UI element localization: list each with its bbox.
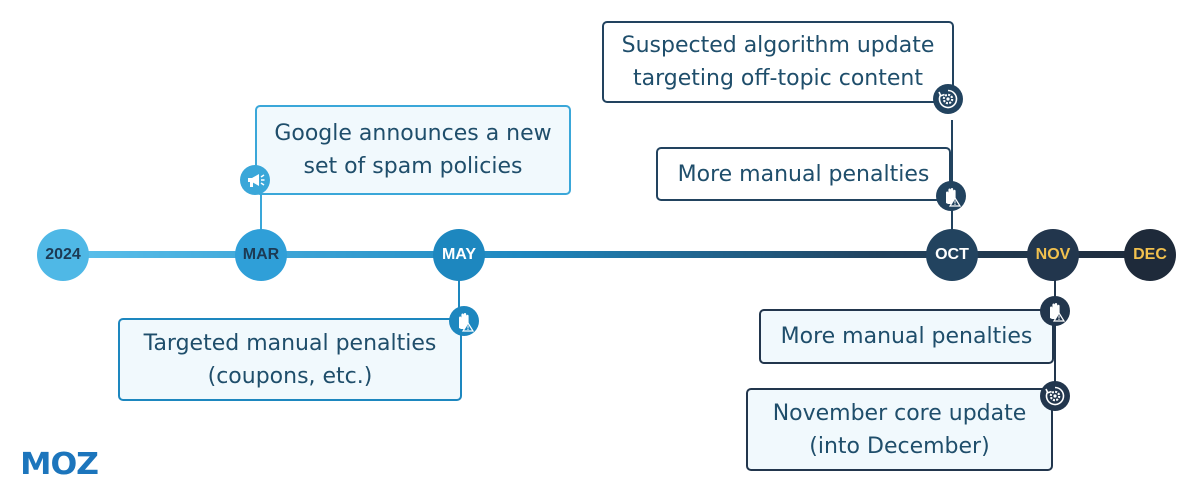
hand-warning-icon <box>936 181 966 211</box>
event-box-more-penalties-oct: More manual penalties <box>656 147 951 201</box>
event-box-november-core: November core update (into December) <box>746 388 1053 471</box>
event-text: November core update <box>772 400 1027 426</box>
hand-warning-icon <box>449 306 479 336</box>
event-text: set of spam policies <box>303 154 523 179</box>
node-label: DEC <box>1133 246 1167 263</box>
event-box-more-penalties-nov: More manual penalties <box>759 309 1054 364</box>
node-label: NOV <box>1035 246 1071 263</box>
event-box-spam-policies: Google announces a new set of spam polic… <box>255 105 571 195</box>
gear-refresh-icon <box>933 84 963 114</box>
node-label: 2024 <box>45 246 81 263</box>
event-text: Targeted manual penalties <box>143 330 437 356</box>
timeline-node-oct: OCT <box>926 229 978 281</box>
event-text: More manual penalties <box>677 161 930 187</box>
timeline-line <box>60 251 1150 258</box>
timeline-node-may: MAY <box>433 229 485 281</box>
event-text: Suspected algorithm update <box>621 33 935 58</box>
node-label: MAR <box>242 246 280 263</box>
timeline-node-nov: NOV <box>1027 229 1079 281</box>
node-label: OCT <box>935 246 969 263</box>
event-text: Google announces a new <box>274 121 552 146</box>
timeline-node-dec: DEC <box>1124 229 1176 281</box>
event-box-algorithm-update: Suspected algorithm update targeting off… <box>602 21 954 103</box>
timeline-node-2024: 2024 <box>37 229 89 281</box>
event-text: targeting off-topic content <box>633 66 923 91</box>
event-box-targeted-penalties: Targeted manual penalties (coupons, etc.… <box>118 318 462 401</box>
megaphone-icon <box>240 165 270 195</box>
event-text: (coupons, etc.) <box>207 363 373 389</box>
gear-refresh-icon <box>1040 381 1070 411</box>
hand-warning-icon <box>1040 296 1070 326</box>
event-text: More manual penalties <box>780 324 1033 349</box>
event-text: (into December) <box>809 433 990 459</box>
timeline-node-mar: MAR <box>235 229 287 281</box>
moz-logo: MOZ <box>20 447 99 482</box>
node-label: MAY <box>441 246 477 263</box>
